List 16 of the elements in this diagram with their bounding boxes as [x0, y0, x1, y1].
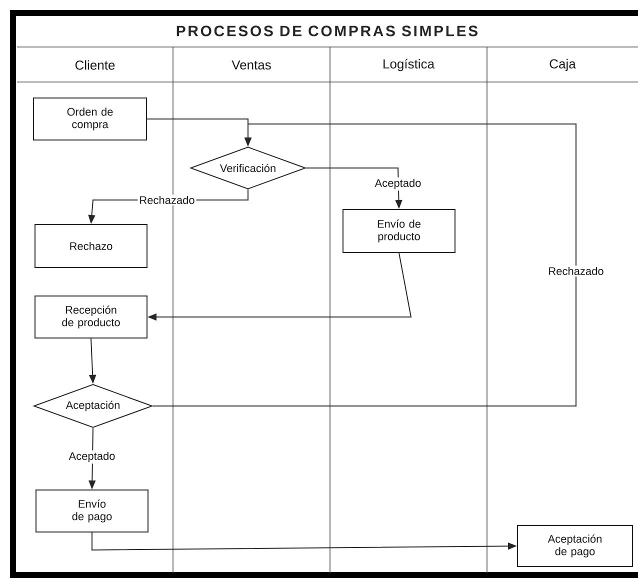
process-box: Aceptación de pago — [517, 525, 633, 567]
process-box: Recepción de producto — [34, 296, 148, 338]
process-box: Envío de producto — [342, 209, 456, 253]
column-header: Caja — [550, 58, 576, 72]
edge-label: Rechazado — [546, 265, 606, 277]
edge-label: Aceptado — [67, 450, 117, 464]
process-box: Orden de compra — [33, 98, 147, 140]
arrow — [152, 124, 576, 406]
edge-label: Aceptado — [373, 177, 423, 191]
process-box: Rechazo — [34, 224, 148, 268]
column-header: Ventas — [232, 60, 271, 70]
column-header: Logística — [384, 58, 435, 72]
process-box: Envío de pago — [36, 490, 148, 532]
edge-label: Rechazado — [138, 194, 196, 206]
column-header: Cliente — [75, 60, 115, 70]
title: PROCESOS DE COMPRAS SIMPLES — [176, 26, 478, 36]
